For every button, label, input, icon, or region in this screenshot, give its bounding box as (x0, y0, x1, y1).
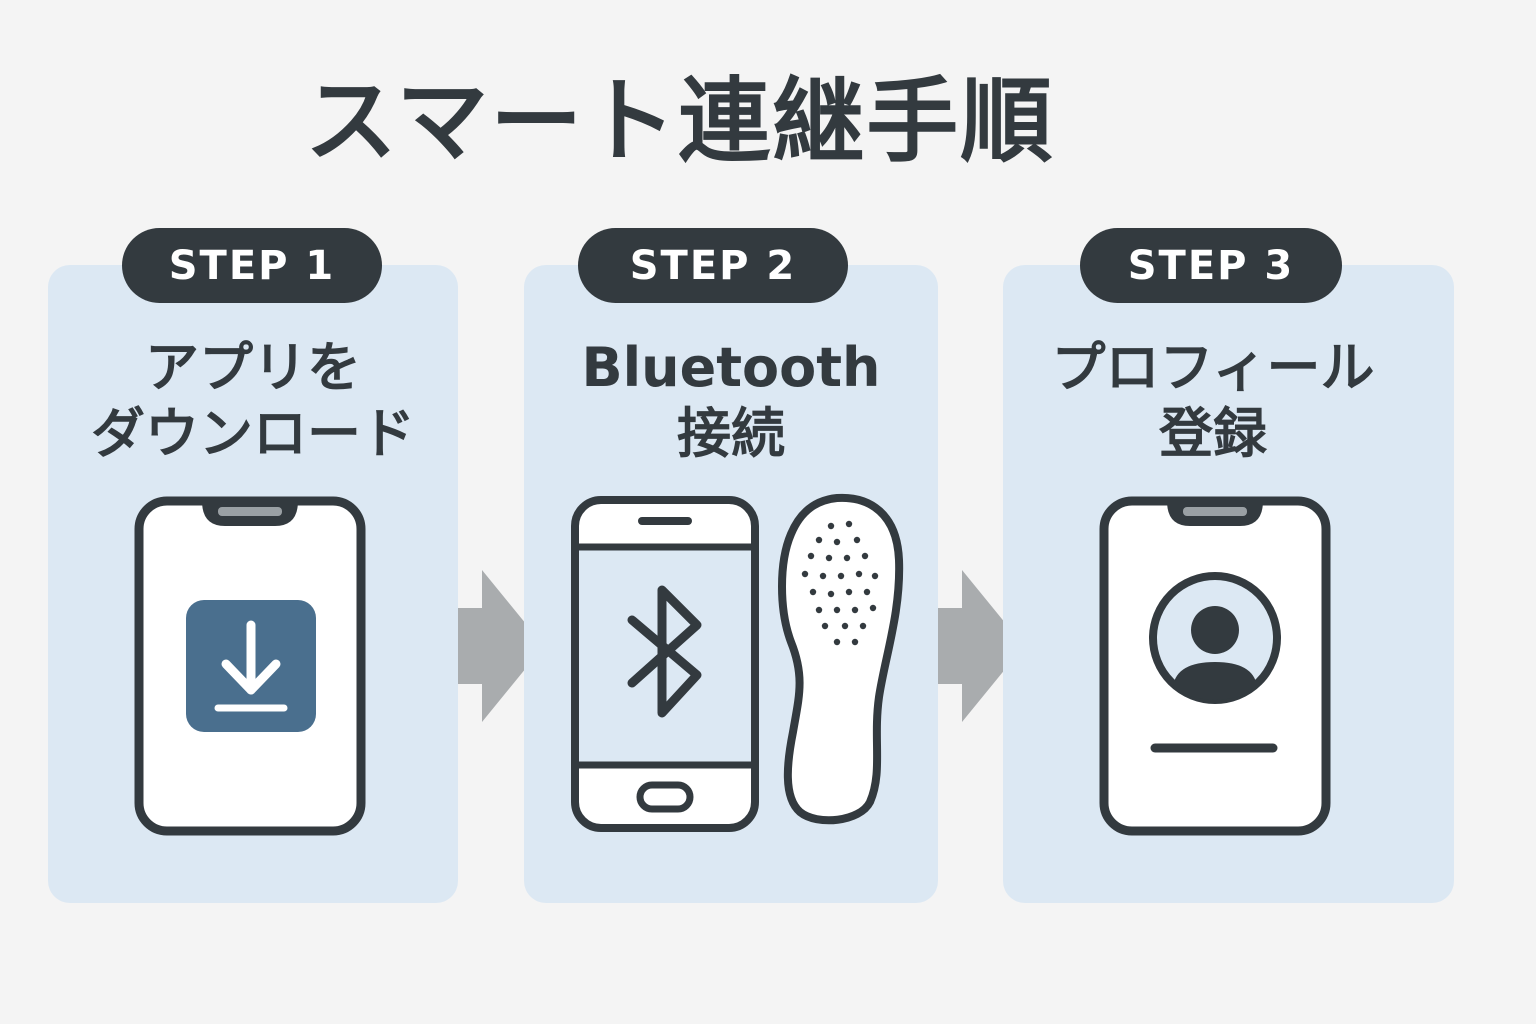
step-1-label-line2: ダウンロード (91, 402, 415, 465)
step-3-badge: STEP 3 (1080, 228, 1342, 303)
arrow-right-icon (938, 570, 1024, 722)
step-2-label-line1: Bluetooth (581, 336, 881, 399)
phone-download-icon (134, 496, 366, 836)
step-3-label-line2: 登録 (1159, 402, 1267, 465)
step-1-badge: STEP 1 (122, 228, 382, 303)
step-2-badge: STEP 2 (578, 228, 848, 303)
page-title: スマート連継手順 (305, 68, 1055, 175)
insole-icon (778, 493, 904, 825)
bluetooth-phone-icon (571, 496, 759, 832)
step-1-label-line1: アプリを (145, 336, 361, 399)
step-3-label: プロフィール 登録 (1003, 335, 1423, 467)
arrow-right-icon (458, 570, 544, 722)
phone-profile-icon (1099, 496, 1331, 836)
step-1-label: アプリを ダウンロード (48, 335, 458, 467)
step-2-label-line2: 接続 (677, 402, 785, 465)
step-2-label: Bluetooth 接続 (524, 335, 938, 467)
step-3-label-line1: プロフィール (1051, 336, 1375, 399)
